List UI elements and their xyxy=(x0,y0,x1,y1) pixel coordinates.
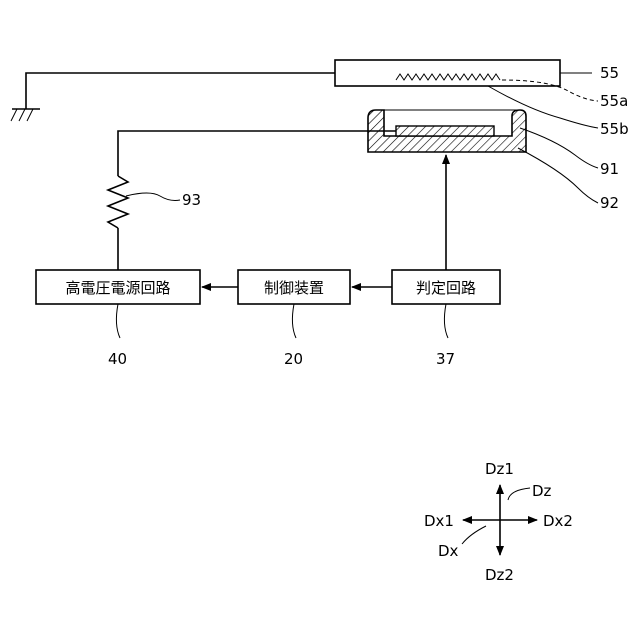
ground-icon xyxy=(11,109,40,121)
axis-dx: Dx xyxy=(438,542,459,560)
axis-dz2: Dz2 xyxy=(485,566,514,584)
ref-40: 40 xyxy=(108,350,127,368)
resistor-93 xyxy=(108,176,128,228)
direction-axes xyxy=(462,485,537,555)
block-judge-label: 判定回路 xyxy=(416,279,476,297)
axis-dz: Dz xyxy=(532,482,552,500)
ref-20: 20 xyxy=(284,350,303,368)
ref-37: 37 xyxy=(436,350,455,368)
ground-wire xyxy=(26,73,335,109)
ref-55: 55 xyxy=(600,64,619,82)
axis-dz1: Dz1 xyxy=(485,460,514,478)
block-controller-label: 制御装置 xyxy=(264,279,324,297)
plate-55 xyxy=(335,60,560,86)
ref-93: 93 xyxy=(182,191,201,209)
ref-55a: 55a xyxy=(600,92,628,110)
axis-dx1: Dx1 xyxy=(424,512,454,530)
axis-dx2: Dx2 xyxy=(543,512,573,530)
wire-electrode-to-resistor xyxy=(118,131,396,176)
ref-91: 91 xyxy=(600,160,619,178)
ref-55b: 55b xyxy=(600,120,629,138)
ref-92: 92 xyxy=(600,194,619,212)
block-high-voltage-label: 高電圧電源回路 xyxy=(65,279,170,297)
